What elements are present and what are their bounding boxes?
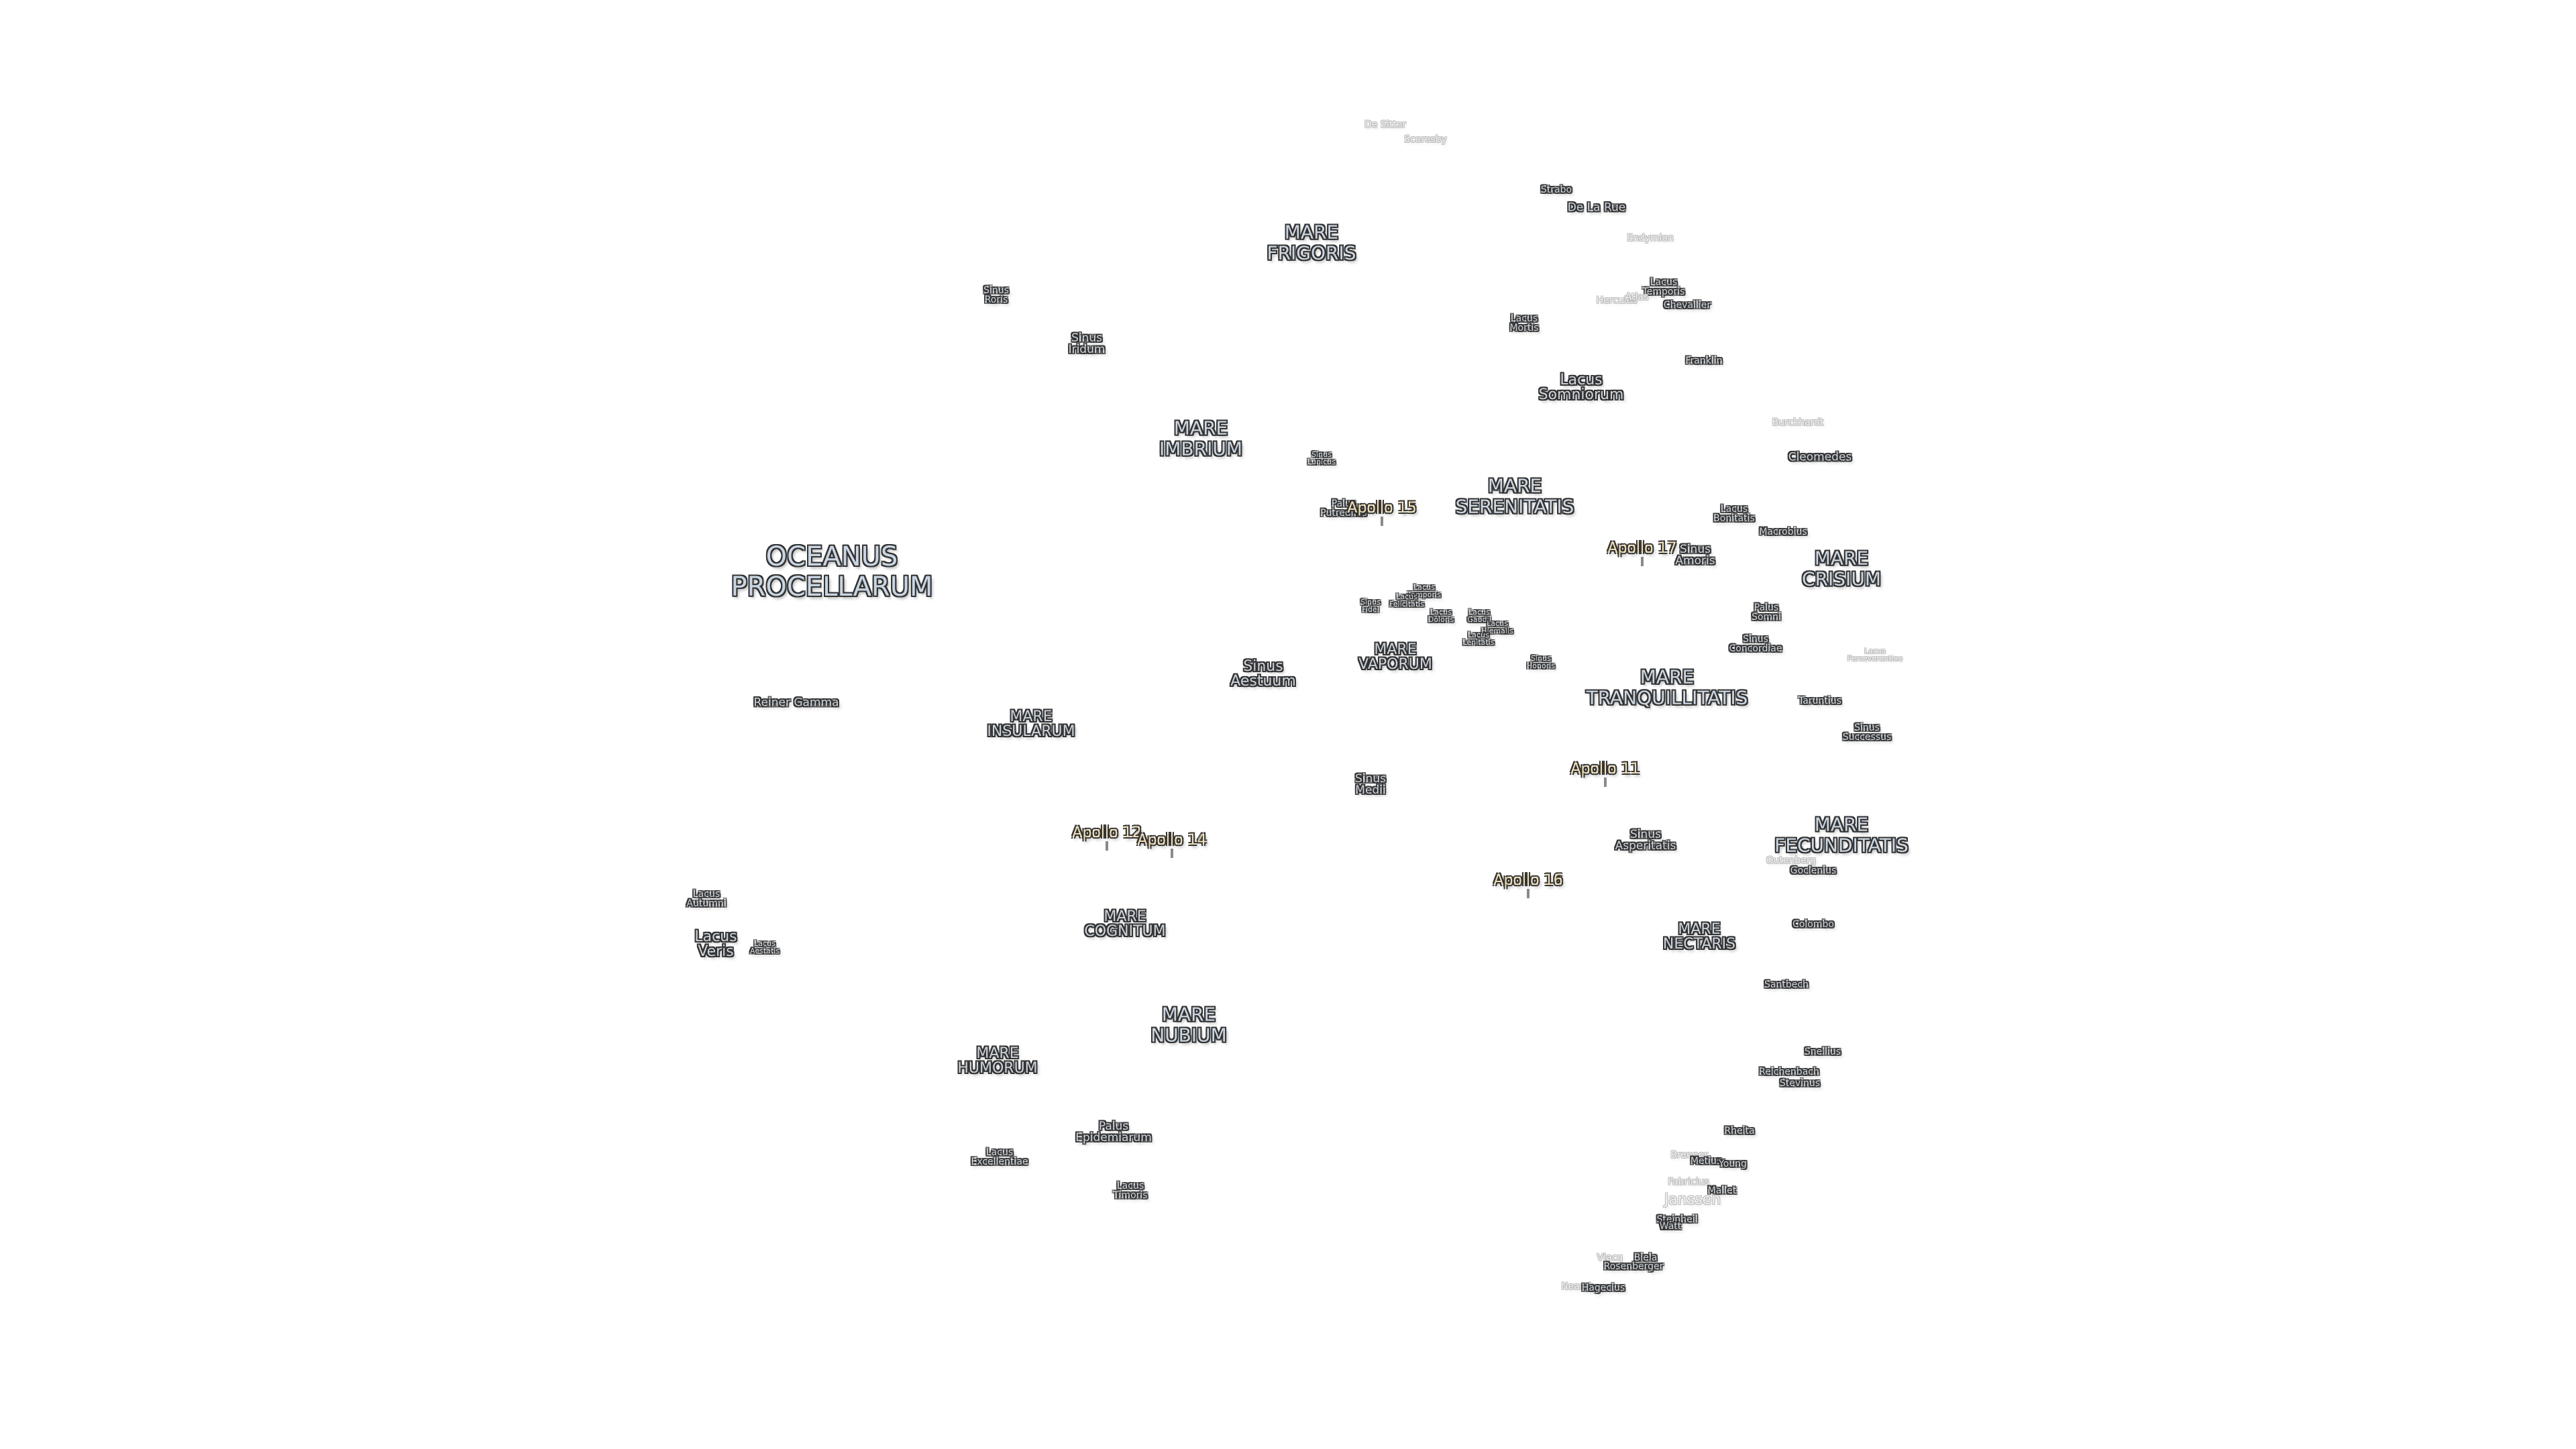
label-metius: Metius [1690,1156,1722,1167]
label-reichenbach: Reichenbach [1759,1067,1819,1077]
label-mare-tranquillitatis: MARE TRANQUILLITATIS [1586,665,1748,709]
label-de-la-rue: De La Rue [1567,201,1626,215]
apollo-15-label[interactable]: Apollo 15 [1347,500,1417,517]
label-mare-serenitatis: MARE SERENITATIS [1455,474,1574,518]
label-vlacq: Vlacq [1597,1252,1623,1263]
label-biela: Biela [1633,1252,1658,1263]
label-mare-crisium: MARE CRISIUM [1802,547,1881,590]
label-colombo: Colombo [1792,919,1834,930]
label-taruntius: Taruntius [1799,696,1841,706]
landing-site-marker-icon [1381,517,1383,526]
apollo-17-label[interactable]: Apollo 17 [1607,540,1677,557]
label-nearch: Nearch [1561,1281,1595,1292]
label-lacus-lenitatis: Lacus Lenitatis [1462,631,1495,647]
label-lacus-veris: Lacus Veris [694,928,737,960]
label-strabo: Strabo [1540,184,1572,195]
label-sinus-honoris: Sinus Honoris [1526,654,1556,670]
label-steinheil: Steinheil [1656,1214,1698,1225]
label-chevallier: Chevallier [1663,300,1711,311]
landing-site-marker-icon [1171,849,1173,858]
landing-site-marker-icon [1527,889,1529,898]
label-lacus-timoris: Lacus Timoris [1113,1181,1148,1201]
label-fabricius: Fabricius [1668,1177,1709,1187]
label-snellius: Snellius [1804,1046,1841,1057]
label-mare-humorum: MARE HUMORUM [957,1045,1038,1077]
label-sinus-lunicus: Sinus Lunicus [1307,450,1336,466]
landing-site-marker-icon [1641,557,1644,566]
label-oceanus-procellarum: OCEANUS PROCELLARUM [731,541,933,602]
label-sinus-amoris: Sinus Amoris [1675,543,1715,568]
label-mare-nubium: MARE NUBIUM [1150,1003,1227,1046]
label-hercules: Hercules [1596,295,1638,306]
label-watt: Watt [1659,1221,1682,1232]
label-janssen: Janssen [1664,1191,1721,1208]
apollo-11-label[interactable]: Apollo 11 [1570,761,1640,777]
apollo-12-label[interactable]: Apollo 12 [1072,824,1142,841]
label-mare-cognitum: MARE COGNITUM [1084,908,1166,940]
label-goclenius: Goclenius [1790,865,1837,876]
landing-site-marker-icon [1106,841,1108,851]
label-lacus-somniorum: Lacus Somniorum [1538,372,1624,403]
label-lacus-temporis-2: Lacus Temporis [1407,583,1441,599]
label-lacus-perseverantiae: Lacus Perseverantiae [1847,647,1903,663]
label-stevinus: Stevinus [1779,1078,1821,1089]
label-franklin: Franklin [1685,356,1723,366]
label-lacus-mortis: Lacus Mortis [1509,313,1539,333]
label-young: Young [1719,1159,1747,1169]
label-sinus-iridum: Sinus Iridum [1068,331,1106,356]
landing-site-marker-icon [1604,777,1607,787]
label-lacus-temporis: Lacus Temporis [1642,277,1685,297]
label-macrobius: Macrobius [1759,527,1807,537]
label-mare-fecunditatis: MARE FECUNDITATIS [1774,813,1909,857]
apollo-14-label[interactable]: Apollo 14 [1137,832,1207,849]
label-mare-imbrium: MARE IMBRIUM [1159,417,1242,460]
label-lacus-felicitatis: Lacus Felicitatis [1389,592,1424,608]
label-rheita: Rheita [1724,1126,1755,1136]
label-lacus-doloris: Lacus Doloris [1428,608,1454,624]
label-endymion: Endymion [1627,233,1674,244]
label-cleomedes: Cleomedes [1788,450,1852,464]
label-sinus-concordiae: Sinus Concordiae [1729,634,1782,654]
label-lacus-bonitatis: Lacus Bonitatis [1713,504,1755,524]
label-mallet: Mallet [1707,1185,1737,1196]
label-lacus-gaudii: Lacus Gaudii [1467,608,1491,624]
label-palus-putredinis: Palus Putredinis [1320,498,1367,519]
label-sinus-fidei: Sinus Fidei [1360,598,1381,614]
label-scoresby: Scoresby [1404,134,1447,145]
label-hagecius: Hagecius [1581,1283,1625,1293]
label-sinus-successus: Sinus Successus [1842,722,1892,743]
label-sinus-medii: Sinus Medii [1355,772,1386,797]
label-brenner: Brenner [1670,1150,1708,1161]
label-palus-epidemiarum: Palus Epidemiarum [1075,1120,1152,1144]
label-lacus-excellentiae: Lacus Excellentiae [971,1147,1028,1167]
label-sinus-asperitatis: Sinus Asperitatis [1615,828,1676,853]
label-mare-frigoris: MARE FRIGORIS [1267,221,1356,264]
label-lacus-hiemalis: Lacus Hiemalis [1481,619,1513,635]
label-sinus-roris: Sinus Roris [983,285,1009,305]
label-burckhardt: Burckhardt [1772,417,1824,428]
label-rosenberger: Rosenberger [1603,1261,1664,1272]
label-atlas: Atlas [1625,292,1649,303]
label-lacus-autumni: Lacus Autumni [686,889,727,909]
label-sinus-aestuum: Sinus Aestuum [1230,658,1296,690]
label-santbech: Santbech [1764,979,1809,990]
label-mare-insularum: MARE INSULARUM [987,708,1075,740]
label-mare-nectaris: MARE NECTARIS [1662,921,1736,953]
label-mare-vaporum: MARE VAPORUM [1358,641,1432,673]
label-lacus-aestatis: Lacus Aestatis [750,939,780,955]
label-de-sitter: De Sitter [1364,119,1406,130]
label-reiner-gamma: Reiner Gamma [753,696,839,710]
apollo-16-label[interactable]: Apollo 16 [1493,872,1563,889]
label-gutenberg: Gutenberg [1766,855,1817,866]
label-palus-somni: Palus Somni [1752,602,1781,623]
